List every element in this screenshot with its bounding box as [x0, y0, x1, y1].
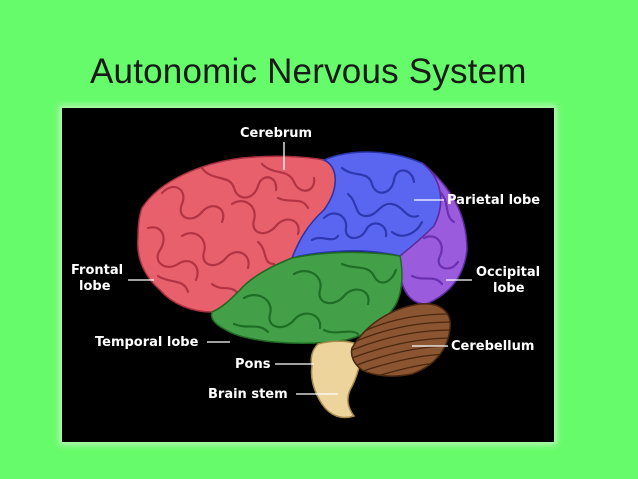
occipital-lobe-label-line2: lobe [493, 281, 525, 296]
occipital-lobe-folds [410, 190, 460, 286]
pons-label: Pons [235, 357, 271, 372]
temporal-lobe-label: Temporal lobe [95, 335, 199, 350]
brain-stem-label: Brain stem [208, 387, 288, 402]
parietal-lobe-folds [310, 166, 424, 242]
slide-title: Autonomic Nervous System [90, 52, 527, 91]
frontal-lobe-label-line1: Frontal [71, 263, 123, 278]
cerebrum-label: Cerebrum [240, 126, 312, 141]
parietal-lobe-region [290, 151, 442, 260]
occipital-lobe-label-line1: Occipital [476, 265, 540, 280]
cerebellum-label: Cerebellum [451, 339, 534, 354]
frontal-lobe-folds [146, 162, 316, 296]
label-leader-lines [128, 142, 472, 395]
temporal-lobe-region [210, 251, 403, 345]
brain-diagram: Cerebrum Parietal lobe Frontal lobe Occi… [71, 126, 540, 419]
temporal-lobe-folds [232, 262, 398, 336]
parietal-lobe-label: Parietal lobe [447, 193, 540, 208]
frontal-lobe-label-line2: lobe [79, 279, 111, 294]
brain-diagram-panel: Cerebrum Parietal lobe Frontal lobe Occi… [62, 108, 554, 442]
